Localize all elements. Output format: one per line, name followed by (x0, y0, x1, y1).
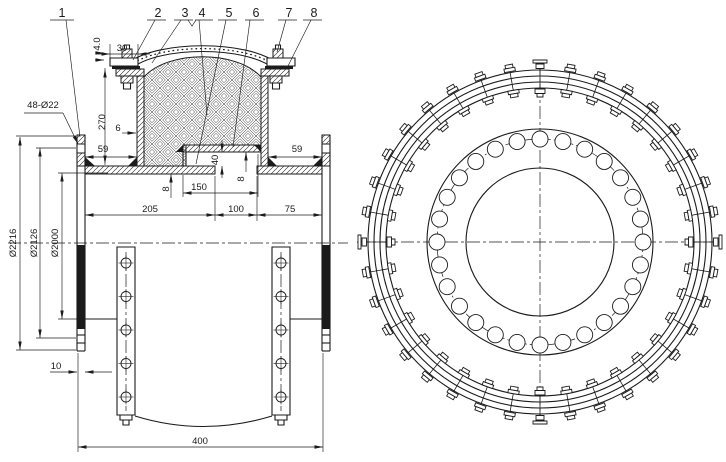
left-clamp-nut (121, 76, 133, 83)
dim-span-right: 75 (285, 204, 296, 215)
callout-1: 1 (59, 6, 66, 20)
insulation-pillow (144, 57, 261, 166)
dim-fabric-thickness: 4.0 (92, 37, 103, 50)
right-clamp-nut (270, 76, 282, 83)
dim-wall-thickness: 6 (115, 123, 120, 134)
dim-inner-diameter: Ø2000 (50, 229, 61, 258)
dim-clamp-bar-width: 30 (117, 43, 128, 54)
dim-duct-plate-thickness: 8 (161, 186, 172, 191)
right-clamp-bar (267, 58, 295, 66)
callout-6: 6 (253, 6, 260, 20)
callout-5: 5 (226, 6, 233, 20)
left-wall-lip (116, 69, 144, 76)
right-clamp-assembly (261, 45, 295, 89)
band-bottom-bolt-left (120, 415, 132, 425)
callout-4: 4 (199, 6, 206, 20)
rim-bolts (358, 60, 722, 424)
callout-3: 3 (182, 6, 189, 20)
left-clamp-assembly (110, 45, 144, 89)
dim-overall-width: 400 (192, 436, 208, 447)
callout-leaders (50, 20, 322, 164)
dim-flange-holes: 48-Ø22 (27, 100, 59, 111)
dim-outer-diameter: Ø2216 (8, 229, 19, 258)
end-view (357, 60, 723, 424)
dim-gap-right: 59 (292, 144, 303, 155)
dim-flange-plate-thickness: 10 (51, 361, 62, 372)
clamp-band-holes (119, 256, 289, 405)
lower-clamp-bands (85, 247, 322, 427)
right-wall-lip (261, 69, 289, 76)
fabric-sag-curve (135, 416, 272, 427)
section-view: 1 2 3 4 5 6 7 8 4.0 30 270 6 59 59 48-Ø2… (8, 6, 348, 452)
flange-bolt-holes (429, 131, 651, 353)
dim-liner-length: 150 (191, 182, 207, 193)
right-frame-wall (261, 76, 268, 166)
callout-8: 8 (311, 6, 318, 20)
weld-fillets (85, 145, 322, 166)
callout-2: 2 (155, 6, 162, 20)
flange-ring-outer-circle (427, 129, 653, 355)
dim-bolt-circle-diameter: Ø2126 (29, 229, 40, 258)
dim-step-height: 40 (210, 155, 221, 166)
duct-plate-right (257, 166, 322, 174)
dim-gap-left: 59 (98, 144, 109, 155)
dim-liner-plate-thickness: 8 (236, 176, 247, 181)
bore-circle (466, 168, 614, 316)
dim-span-left: 205 (142, 204, 158, 215)
dimension-arrowheads (18, 51, 323, 449)
dim-frame-height: 270 (97, 114, 108, 130)
fabric-belt-arch (128, 46, 277, 68)
right-clamp-bolt-head (273, 49, 283, 58)
dim-span-middle: 100 (228, 204, 244, 215)
callout-7: 7 (286, 6, 293, 20)
left-frame-wall (137, 76, 144, 166)
band-bottom-bolt-right (275, 415, 287, 425)
